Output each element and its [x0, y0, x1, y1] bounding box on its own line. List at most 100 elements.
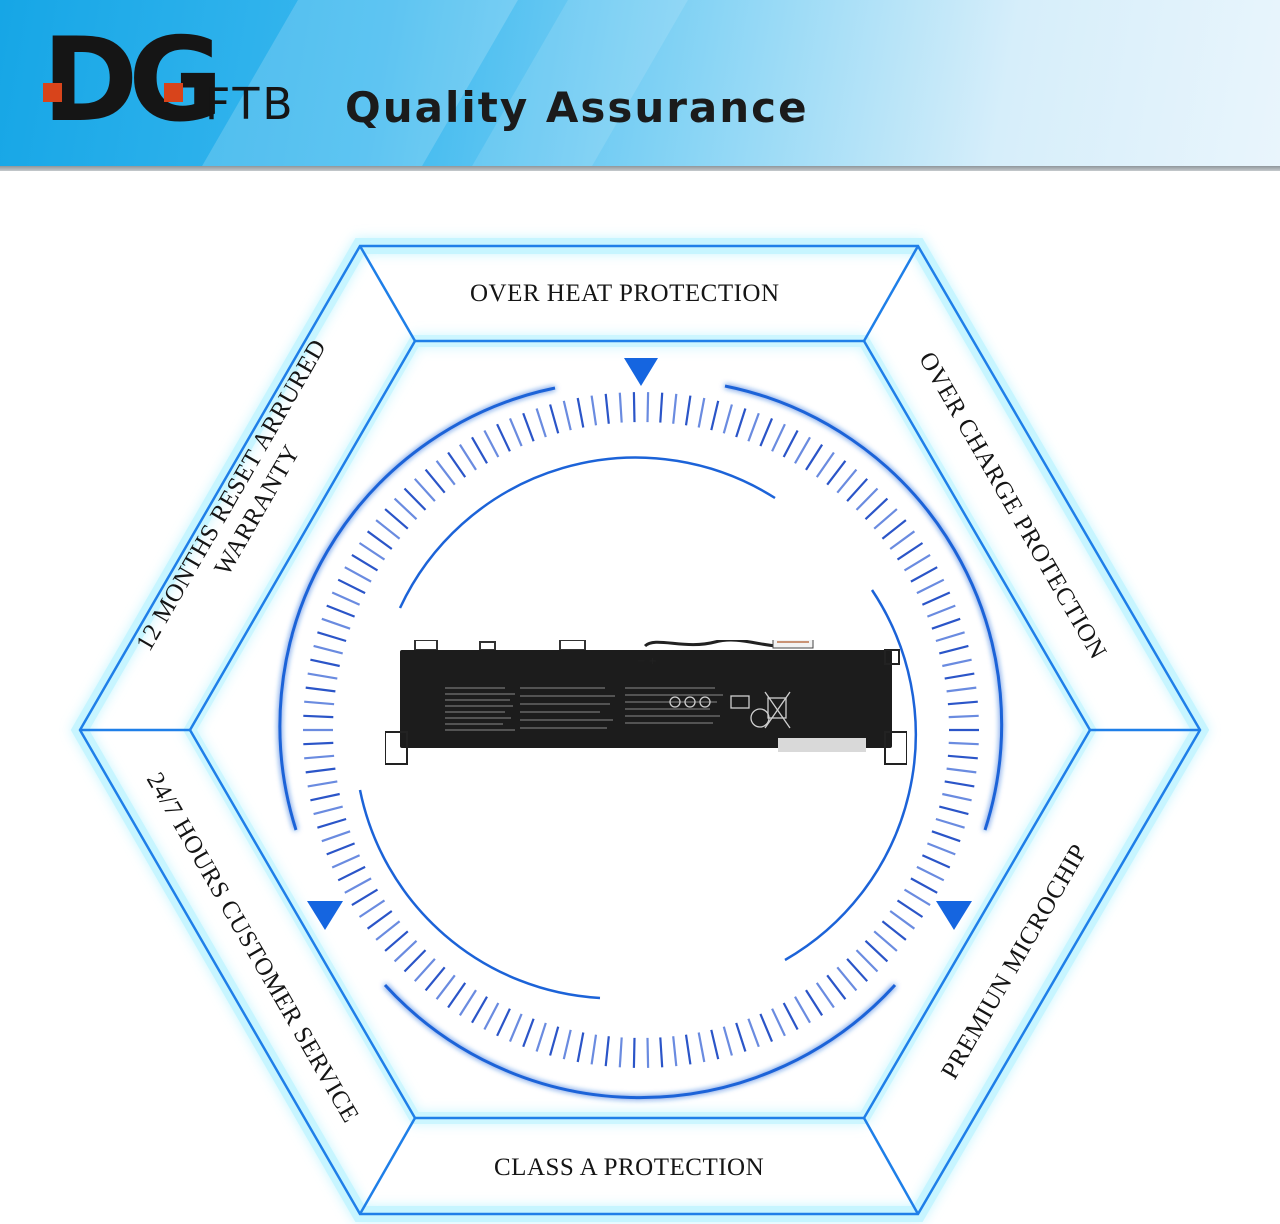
header-divider [0, 166, 1280, 171]
tick-mark [881, 519, 907, 540]
tick-mark [710, 1029, 720, 1060]
battery-image: − + [385, 640, 907, 765]
tick-mark [771, 423, 786, 452]
tick-mark [604, 393, 610, 424]
tick-mark [697, 1032, 706, 1063]
tick-mark [331, 591, 361, 606]
tick-mark [697, 397, 706, 428]
tick-mark [508, 1013, 523, 1043]
tick-mark [939, 805, 969, 816]
tick-mark [522, 412, 535, 442]
tick-mark [384, 508, 409, 530]
tick-mark [303, 714, 334, 719]
arrow-down-icon [936, 901, 972, 930]
brand-logo-mark: DG [42, 13, 223, 148]
tick-mark [549, 1026, 560, 1056]
tick-mark [794, 436, 811, 464]
tick-mark [939, 644, 969, 655]
tick-mark [590, 395, 598, 426]
tick-mark [366, 910, 393, 930]
tick-mark [735, 408, 747, 438]
tick-mark [722, 1026, 733, 1056]
tick-mark [735, 1022, 747, 1052]
tick-mark [305, 686, 336, 693]
tick-mark [826, 974, 847, 1000]
tick-mark [903, 553, 931, 572]
tick-mark [508, 417, 523, 447]
tick-mark [684, 395, 692, 426]
tick-mark [747, 1018, 760, 1048]
tick-mark [684, 1034, 692, 1065]
tick-mark [947, 700, 978, 706]
tick-mark [826, 460, 847, 486]
brand-name: FTB [205, 79, 296, 130]
tick-mark [307, 672, 338, 680]
tick-mark [921, 591, 951, 606]
tick-mark [710, 400, 720, 431]
tick-mark [946, 767, 977, 774]
tick-mark [403, 949, 427, 973]
svg-text:− +: − + [637, 656, 657, 667]
tick-mark [618, 1037, 623, 1068]
tick-mark [535, 408, 547, 438]
tick-mark [458, 444, 477, 471]
tick-mark [646, 392, 650, 423]
tick-mark [321, 830, 351, 843]
tick-mark [447, 982, 467, 1009]
brand-logo-accent [164, 83, 183, 102]
tick-mark [483, 429, 500, 458]
tick-mark [303, 741, 334, 746]
tick-mark [435, 974, 456, 1000]
tick-mark [805, 989, 824, 1016]
tick-mark [926, 604, 956, 618]
page-title: Quality Assurance [345, 83, 809, 132]
tick-mark [855, 949, 879, 973]
tick-mark [576, 1032, 585, 1063]
tick-mark [889, 910, 916, 930]
tick-mark [864, 939, 889, 963]
tick-mark [604, 1036, 610, 1067]
tick-mark [384, 930, 409, 952]
tick-mark [375, 920, 401, 941]
brand-logo-accent [43, 83, 62, 102]
tick-mark [471, 436, 488, 464]
tick-mark [896, 899, 924, 918]
tick-mark [424, 468, 446, 494]
tick-mark [759, 417, 774, 447]
tick-mark [836, 966, 858, 992]
tick-mark [358, 899, 386, 918]
tick-mark [910, 566, 938, 583]
tick-mark [855, 487, 879, 511]
tick-mark [344, 566, 372, 583]
tick-mark [632, 392, 636, 423]
tick-mark [458, 989, 477, 1016]
tick-mark [496, 1008, 511, 1037]
tick-mark [562, 400, 572, 431]
tick-mark [672, 393, 678, 424]
tick-mark [759, 1013, 774, 1043]
arc-inner-group [358, 456, 917, 1000]
tick-mark [815, 451, 835, 478]
tick-mark [916, 865, 945, 882]
tick-mark [562, 1029, 572, 1060]
tick-mark [351, 553, 379, 572]
tick-mark [942, 658, 972, 668]
tick-mark [496, 423, 511, 452]
tick-mark [815, 982, 835, 1009]
tick-mark [747, 412, 760, 442]
tick-mark [590, 1034, 598, 1065]
tick-mark [931, 830, 961, 843]
tick-mark [337, 578, 366, 595]
tick-mark [305, 767, 336, 774]
tick-mark [926, 842, 956, 856]
tick-mark [549, 404, 560, 434]
tick-mark [921, 854, 951, 869]
hexagon-connectors [80, 245, 1200, 1215]
tick-mark [672, 1036, 678, 1067]
tick-mark [317, 631, 347, 643]
tick-mark [375, 519, 401, 540]
tick-mark [313, 805, 343, 816]
tick-mark [413, 478, 436, 502]
tick-mark [873, 930, 898, 952]
tick-mark [948, 714, 979, 719]
